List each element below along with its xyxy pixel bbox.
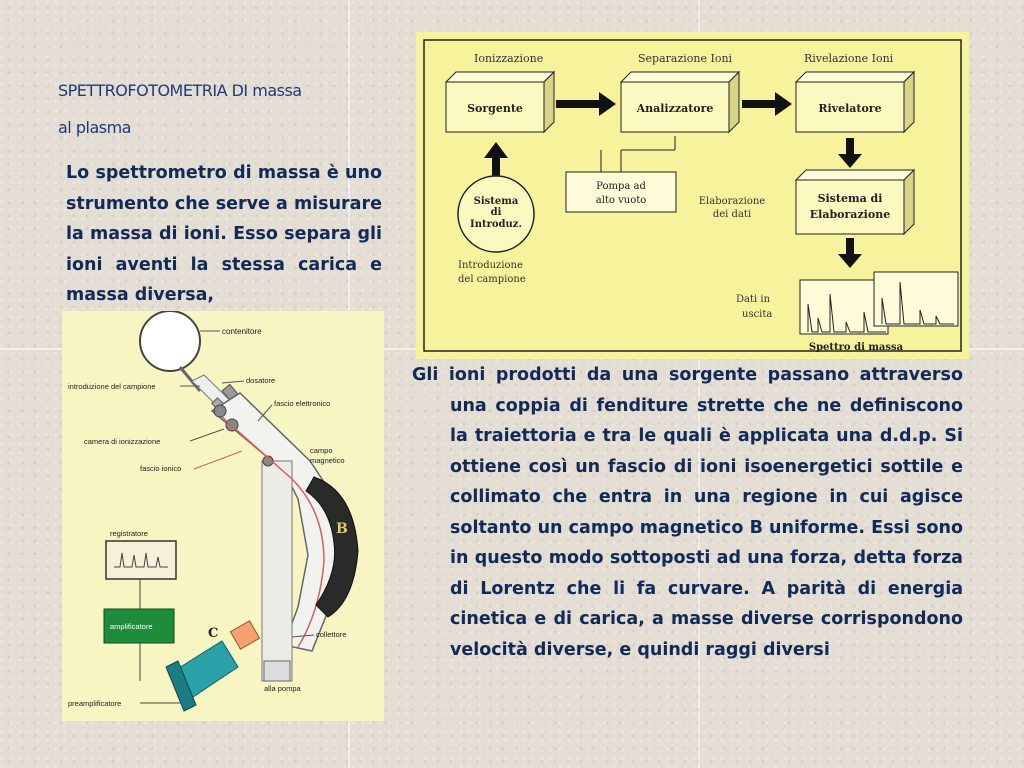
label-preamplifier: preamplificatore: [68, 699, 121, 708]
label-electron-beam: fascio elettronico: [274, 399, 330, 408]
label-doser: dosatore: [246, 376, 275, 385]
title-line-1: SPETTROFOTOMETRIA DI massa: [58, 81, 302, 100]
label-magnetic-field-1: campo: [310, 446, 333, 455]
label-c: C: [208, 626, 218, 641]
apparatus-diagram: contenitore introduzione del campione do…: [68, 310, 359, 712]
title-line-2: al plasma: [58, 118, 131, 137]
box-analyzer-label: Analizzatore: [636, 102, 714, 115]
apparatus-figure: contenitore introduzione del campione do…: [62, 310, 384, 721]
collector-leader: [291, 634, 315, 638]
ion-beam-leader: [193, 450, 243, 470]
block-diagram-figure: Ionizzazione Separazione Ioni Rivelazion…: [416, 32, 969, 359]
stage-ionization: Ionizzazione: [474, 52, 543, 65]
output-label-1: Dati in: [736, 294, 771, 305]
arrow-processing-spectrum-icon: [838, 238, 862, 268]
amplifier-box: [103, 608, 175, 644]
label-pump: alla pompa: [264, 684, 302, 693]
data-processing-label-1: Elaborazione: [699, 196, 766, 207]
magnet: B: [305, 476, 359, 618]
box-source-label: Sorgente: [467, 102, 523, 115]
stage-separation: Separazione Ioni: [638, 52, 733, 65]
sample-intro-label-1: Introduzione: [458, 260, 523, 271]
arrow-intro-source-icon: [484, 142, 508, 182]
box-source: Sorgente: [444, 70, 556, 134]
label-sample-intro: introduzione del campione: [68, 382, 156, 391]
label-b: B: [336, 521, 348, 537]
box-detector: Rivelatore: [794, 70, 916, 134]
label-collector: collettore: [316, 630, 346, 639]
box-detector-label: Rivelatore: [818, 102, 881, 115]
intro-system-label-1: Sistema: [474, 196, 519, 207]
label-ion-beam: fascio ionico: [140, 464, 181, 473]
pump-label-1: Pompa ad: [596, 181, 646, 192]
container-sphere: [139, 310, 202, 392]
label-ionization-chamber: camera di ionizzazione: [84, 437, 160, 446]
box-processing-label-2: Elaborazione: [810, 208, 890, 221]
label-recorder: registratore: [110, 529, 148, 538]
pump-box: Pompa ad alto vuoto: [565, 136, 677, 213]
ionization-chamber-leader: [189, 428, 225, 442]
output-label-2: uscita: [742, 309, 772, 320]
electron-beam-leader: [257, 404, 273, 422]
label-amplifier: amplificatore: [110, 622, 153, 631]
diagram-frame: [423, 39, 962, 352]
intro-system-label-2: di: [491, 207, 502, 218]
label-magnetic-field-2: magnetico: [310, 456, 345, 465]
data-processing-label-2: dei dati: [713, 209, 751, 220]
box-processing: Sistema di Elaborazione: [794, 168, 916, 236]
arrow-source-analyzer-icon: [556, 92, 616, 116]
box-processing-label-1: Sistema di: [818, 192, 883, 205]
analyzer-tube: [210, 392, 341, 682]
spectrum-label: Spettro di massa: [809, 342, 904, 353]
pump-outlet: [263, 660, 291, 682]
collector: C: [165, 620, 261, 712]
spectrum-chart: [799, 271, 959, 335]
intro-paragraph: Lo spettrometro di massa è uno strumento…: [66, 163, 382, 305]
doser-leader: [221, 380, 245, 384]
stage-detection: Rivelazione Ioni: [804, 52, 894, 65]
label-container: contenitore: [222, 327, 262, 336]
recorder: [105, 540, 177, 580]
intro-system-label-3: Introduz.: [470, 219, 522, 230]
arrow-analyzer-detector-icon: [742, 92, 792, 116]
pump-label-2: alto vuoto: [596, 195, 647, 206]
arrow-detector-processing-icon: [838, 138, 862, 168]
block-diagram: Ionizzazione Separazione Ioni Rivelazion…: [423, 39, 962, 353]
sample-intro-label-2: del campione: [458, 274, 526, 285]
body-paragraph: Gli ioni prodotti da una sorgente passan…: [412, 365, 963, 660]
slide-title: SPETTROFOTOMETRIA DI massa al plasma: [58, 72, 388, 146]
intro-system-circle: Sistema di Introduz.: [457, 175, 535, 253]
box-analyzer: Analizzatore: [619, 70, 741, 134]
